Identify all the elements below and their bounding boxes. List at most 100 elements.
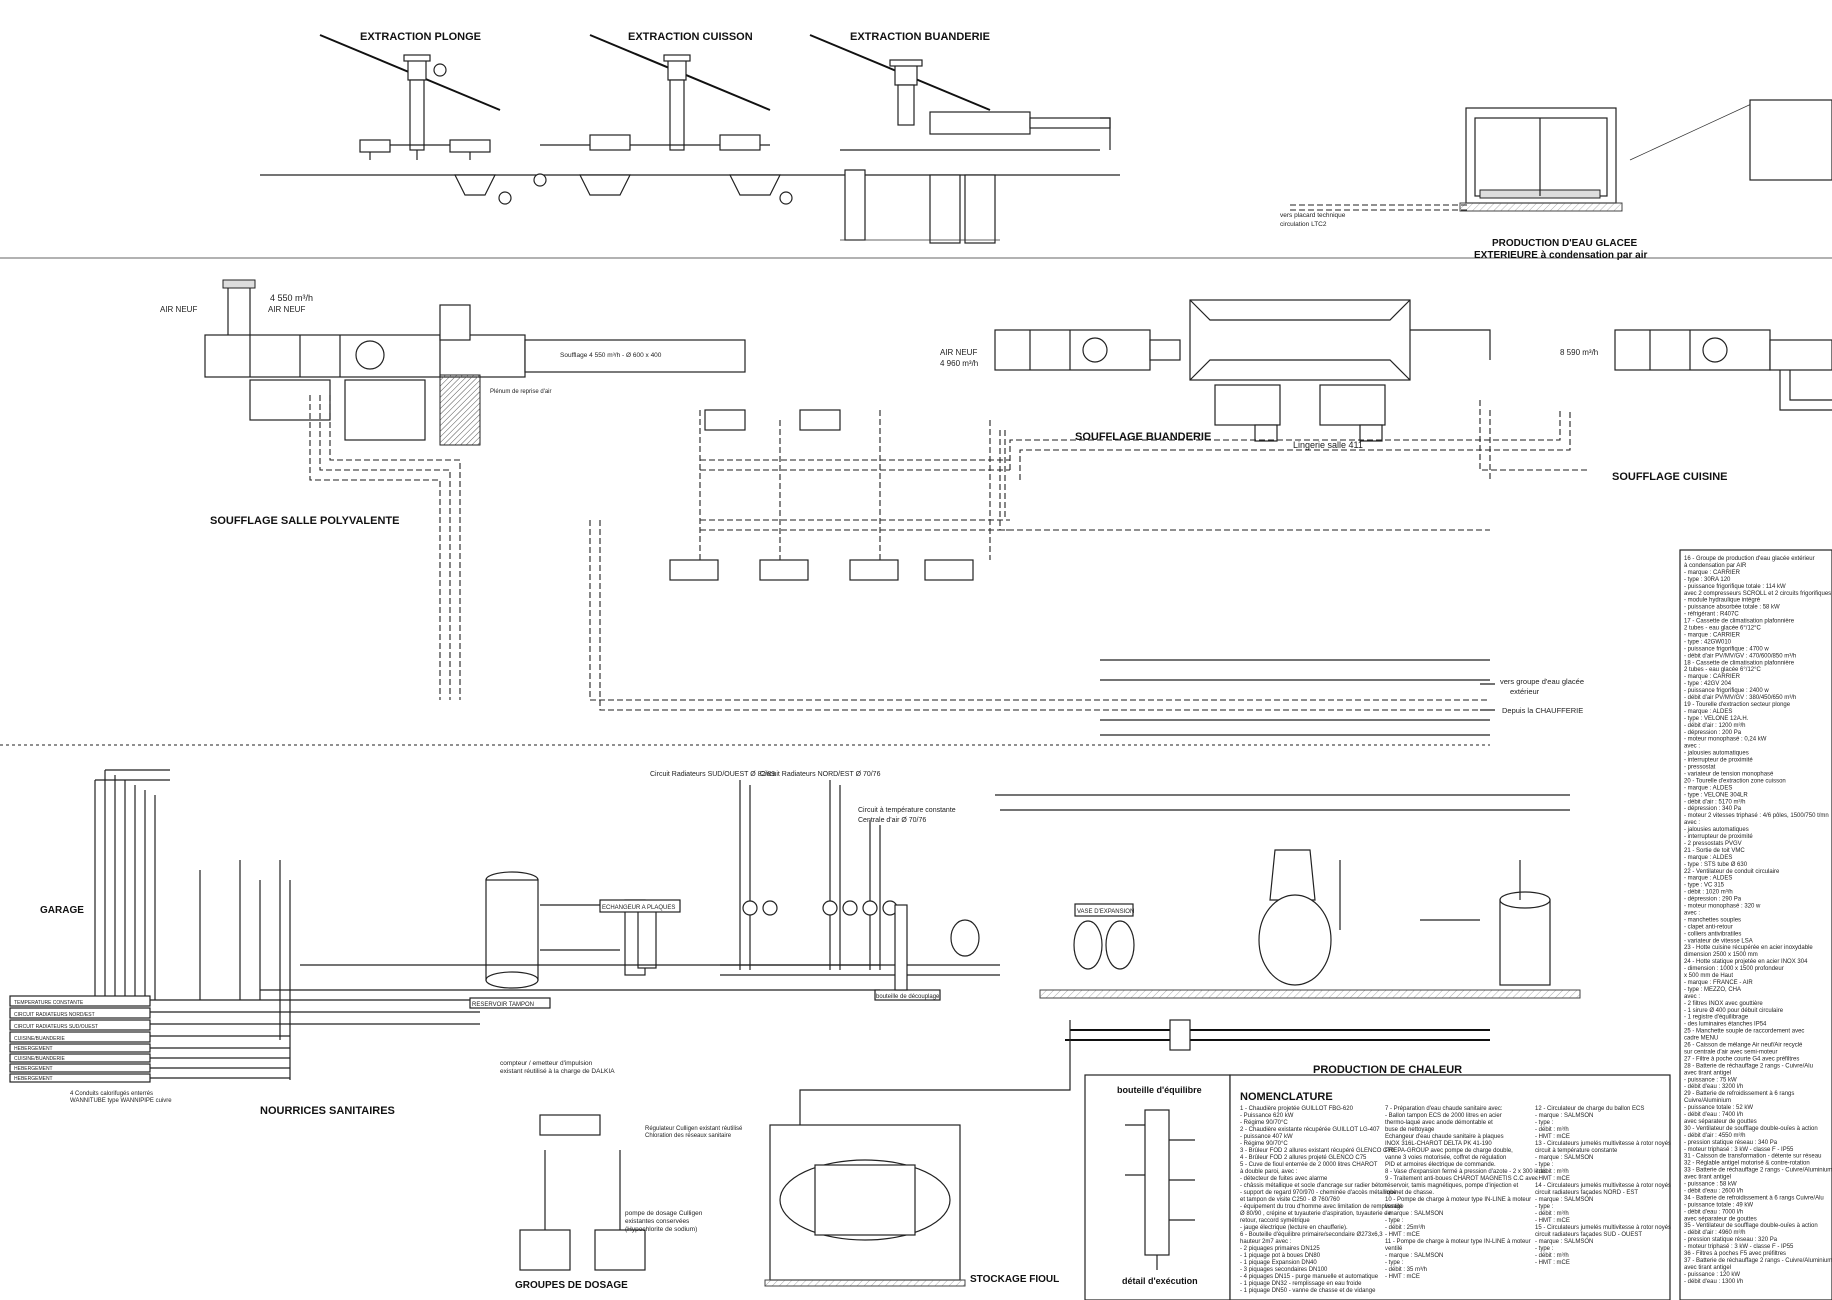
garage-title: GARAGE bbox=[40, 905, 84, 916]
nomenclature-line: - variateur de tension monophasé bbox=[1684, 771, 1774, 777]
nomenclature-line: - moteur triphasé : 3 kW - classe F - IP… bbox=[1684, 1244, 1794, 1250]
nomenclature-line: - marque : ALDES bbox=[1684, 785, 1732, 791]
nomenclature-line: - marque : ALDES bbox=[1684, 855, 1732, 861]
nomenclature-line: - HMT : mCE bbox=[1535, 1134, 1570, 1140]
nomenclature-line: - type : VELONE 304LR bbox=[1684, 792, 1748, 798]
nomenclature-line: - type : MEZZO, CHA bbox=[1684, 987, 1741, 993]
nomenclature-line: - dépression : 340 Pa bbox=[1684, 806, 1742, 812]
circuit-sud-label: Circuit Radiateurs SUD/OUEST Ø 82/89 bbox=[650, 771, 775, 778]
nomenclature-line: 11 - Pompe de charge à moteur type IN-LI… bbox=[1385, 1239, 1531, 1245]
air-neuf-label-2: AIR NEUF bbox=[268, 305, 305, 314]
nomenclature-line: - puissance frigorifique totale : 114 kW bbox=[1684, 584, 1786, 590]
regulateur-label-line: Chloration des réseaux sanitaire bbox=[645, 1133, 732, 1139]
svg-text:HEBERGEMENT: HEBERGEMENT bbox=[14, 1066, 53, 1072]
nomenclature-line: - support de regard 970/970 - cheminée d… bbox=[1240, 1190, 1397, 1196]
nomenclature-line: - type : VC 315 bbox=[1684, 883, 1725, 889]
nomenclature-line: - puissance : 58 kW bbox=[1684, 1182, 1737, 1188]
nomenclature-line: - marque : SALMSON bbox=[1385, 1253, 1443, 1259]
nomenclature-line: - débit d'eau : 7000 l/h bbox=[1684, 1209, 1743, 1215]
nomenclature-line: 19 - Tourelle d'extraction secteur plong… bbox=[1684, 702, 1791, 708]
nomenclature-line: - pression statique réseau : 320 Pa bbox=[1684, 1237, 1778, 1243]
nomenclature-line: Ø 80/90 , crépine et tuyauterie d'aspira… bbox=[1240, 1211, 1392, 1217]
nomenclature-line: x 500 mm de Haut bbox=[1684, 973, 1733, 979]
nomenclature-line: - débit d'air : 1200 m³/h bbox=[1684, 723, 1746, 729]
air-neuf-label-3: AIR NEUF bbox=[940, 348, 977, 357]
nomenclature-line: INOX 316L-CHAROT DELTA PK 41-190 bbox=[1385, 1141, 1492, 1147]
nomenclature-line: - débit : m³/h bbox=[1535, 1127, 1569, 1133]
detail-execution-title: détail d'exécution bbox=[1122, 1276, 1198, 1286]
nomenclature-line: circuit radiateurs façades SUD - OUEST bbox=[1535, 1232, 1642, 1238]
nomenclature-line: - débit d'eau : 1300 l/h bbox=[1684, 1279, 1743, 1285]
nomenclature-line: - débit d'air PV/MV/GV : 470/600/850 m³/… bbox=[1684, 653, 1796, 659]
svg-text:HEBERGEMENT: HEBERGEMENT bbox=[14, 1076, 53, 1082]
nomenclature-line: - équipement du trou d'homme avec limita… bbox=[1240, 1204, 1404, 1210]
pompe-culligan-label-line: pompe de dosage Culligen bbox=[625, 1210, 703, 1217]
vase-expansion-label: VASE D'EXPANSION bbox=[1077, 909, 1134, 915]
nomenclature-line: 2 tubes - eau glacée 6°/12°C bbox=[1684, 626, 1762, 632]
nomenclature-line: 31 - Caisson de transformation - détente… bbox=[1684, 1154, 1821, 1160]
extraction-zone: EXTRACTION PLONGE EXTRACTION CUISSON bbox=[0, 31, 1832, 261]
nomenclature-line: - débit d'air PV/MV/GV : 380/450/650 m³/… bbox=[1684, 695, 1796, 701]
compteur-label-line: existant réutilisé à la charge de DALKIA bbox=[500, 1068, 615, 1075]
nomenclature-line: 13 - Circulateurs jumelés multivitesse à… bbox=[1535, 1141, 1671, 1147]
nomenclature-line: - puissance : 120 kW bbox=[1684, 1272, 1740, 1278]
nomenclature-line: 5 - Cuve de fioul enterrée de 2 0000 lit… bbox=[1240, 1162, 1378, 1168]
nomenclature-line: - débit : 1020 m³/h bbox=[1684, 890, 1733, 896]
plafond-label: Plénum de reprise d'air bbox=[490, 389, 552, 395]
nomenclature-line: - dimension : 1000 x 1500 profondeur bbox=[1684, 966, 1784, 972]
nomenclature-line: avec 2 compresseurs SCROLL et 2 circuits… bbox=[1684, 591, 1831, 597]
groupes-de-dosage-title: GROUPES DE DOSAGE bbox=[515, 1280, 628, 1291]
extraction-buanderie-title: EXTRACTION BUANDERIE bbox=[850, 31, 990, 43]
nomenclature-line: - marque : SALMSON bbox=[1535, 1113, 1593, 1119]
nomenclature-line: - pression statique réseau : 340 Pa bbox=[1684, 1140, 1778, 1146]
nomenclature-line: 26 - Caisson de mélange Air neuf/Air rec… bbox=[1684, 1043, 1803, 1049]
nomenclature-line: - débit : m³/h bbox=[1535, 1253, 1569, 1259]
nomenclature-line: circuit à température constante bbox=[1535, 1148, 1618, 1154]
nomenclature-line: - Ballon tampon ECS de 2000 litres en ac… bbox=[1385, 1113, 1502, 1119]
nomenclature-line: à double paroi, avec : bbox=[1240, 1169, 1298, 1175]
nomenclature-line: - HMT : mCE bbox=[1385, 1232, 1420, 1238]
nomenclature-line: retour, raccord symétrique bbox=[1240, 1218, 1310, 1224]
nomenclature-line: PREPA-GROUP avec pompe de charge double, bbox=[1385, 1148, 1513, 1154]
extraction-cuisson-title: EXTRACTION CUISSON bbox=[628, 31, 753, 43]
nomenclature-line: - détecteur de fuites avec alarme bbox=[1240, 1176, 1328, 1182]
nomenclature-line: - type : 42GW010 bbox=[1684, 639, 1732, 645]
chilled-water-network: vers groupe d'eau glacée extérieur Depui… bbox=[589, 400, 1590, 736]
nomenclature-line: - type : bbox=[1535, 1204, 1554, 1210]
nomenclature-line: - variateur de vitesse LSA bbox=[1684, 938, 1753, 944]
chaufferie-zone: GARAGE TEMPERATURE CONSTANTE CIRCUIT RAD… bbox=[9, 549, 1832, 1300]
nomenclature-line: - débit : 35 m³/h bbox=[1385, 1267, 1427, 1273]
nomenclature-line: avec : bbox=[1684, 994, 1700, 1000]
nomenclature-line: Cuivre/Aluminium bbox=[1684, 1098, 1731, 1104]
nomenclature-line: 25 - Manchette souple de raccordement av… bbox=[1684, 1029, 1804, 1035]
nomenclature-line: - Régime 90/70°C bbox=[1240, 1141, 1288, 1147]
ahu-buanderie: AIR NEUF 4 960 m³/h SOUFFLAGE BUANDERIE … bbox=[940, 299, 1491, 450]
nomenclature-line: - débit d'air : 5170 m³/h bbox=[1684, 799, 1746, 805]
nomenclature-line: 20 - Tourelle d'extraction zone cuisson bbox=[1684, 778, 1786, 784]
nomenclature-line: - type : VELONE 12A.H. bbox=[1684, 716, 1749, 722]
nomenclature-line: - marque : FRANCE - AIR bbox=[1684, 980, 1753, 986]
vers-placard-label-1: vers placard technique bbox=[1280, 212, 1346, 219]
nomenclature-line: avec séparateur de gouttes bbox=[1684, 1119, 1757, 1125]
nomenclature-line: - débit d'eau : 3200 l/h bbox=[1684, 1084, 1743, 1090]
nomenclature-line: 29 - Batterie de refroidissement à 6 ran… bbox=[1684, 1091, 1794, 1097]
nomenclature-col-1: 1 - Chaudière projetée GUILLOT FBG-620- … bbox=[1240, 1106, 1404, 1294]
nomenclature-line: - débit : 25m³/h bbox=[1385, 1225, 1425, 1231]
nomenclature-col-2: 7 - Préparation d'eau chaude sanitaire a… bbox=[1385, 1106, 1547, 1280]
nomenclature-line: - 2 piquages primaires DN125 bbox=[1240, 1246, 1320, 1252]
nomenclature-line: hauteur 2m7 avec : bbox=[1240, 1239, 1292, 1245]
production-eau-glacee: PRODUCTION D'EAU GLACEE EXTERIEURE à con… bbox=[1280, 99, 1832, 261]
nomenclature-line: - puissance totale : 52 kW bbox=[1684, 1105, 1753, 1111]
nomenclature-line: - débit d'eau : 7400 l/h bbox=[1684, 1112, 1743, 1118]
nomenclature-line: - puissance frigorifique : 2400 w bbox=[1684, 688, 1769, 694]
soufflage-salle-polyvalente-title: SOUFFLAGE SALLE POLYVALENTE bbox=[210, 515, 399, 527]
nomenclature-line: avec : bbox=[1684, 910, 1700, 916]
nomenclature-line: - moteur triphasé : 3 kW - classe F - IP… bbox=[1684, 1147, 1794, 1153]
nomenclature-line: 15 - Circulateurs jumelés multivitesse à… bbox=[1535, 1225, 1671, 1231]
svg-text:TEMPERATURE CONSTANTE: TEMPERATURE CONSTANTE bbox=[14, 1000, 84, 1006]
soufflage-cuisine-title: SOUFFLAGE CUISINE bbox=[1612, 471, 1728, 483]
debit-4550-label: 4 550 m³/h bbox=[270, 293, 313, 303]
